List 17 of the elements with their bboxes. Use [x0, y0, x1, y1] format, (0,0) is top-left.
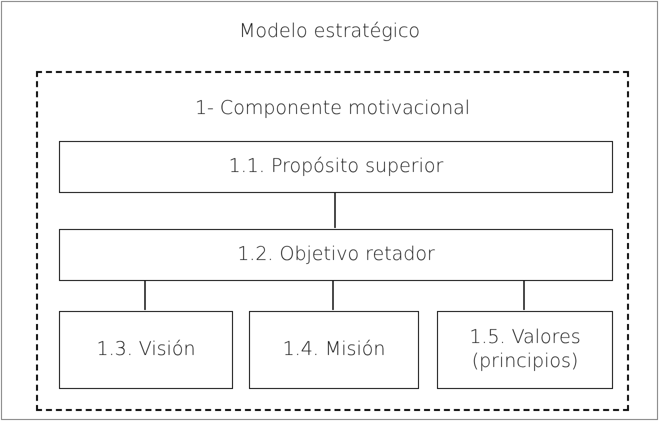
process-box: [59, 229, 613, 281]
dashed-group-box: [36, 71, 629, 411]
group-title: 1- Componente motivacional: [194, 97, 472, 121]
connector-line: [334, 192, 336, 228]
process-box: [249, 311, 419, 389]
connector-line: [144, 280, 146, 310]
connector-line: [523, 280, 525, 310]
box-label: 1.4. Misión: [282, 338, 386, 362]
box-label: 1.1. Propósito superior: [228, 155, 444, 179]
box-label: 1.5. Valores (principios): [468, 326, 582, 374]
box-label: 1.3. Visión: [96, 338, 196, 362]
group-title: Modelo estratégico: [238, 20, 422, 44]
box-label: 1.2. Objetivo retador: [236, 243, 436, 267]
process-box: [59, 141, 613, 193]
process-box: [59, 311, 233, 389]
process-box: [437, 311, 613, 389]
connector-line: [332, 280, 334, 310]
